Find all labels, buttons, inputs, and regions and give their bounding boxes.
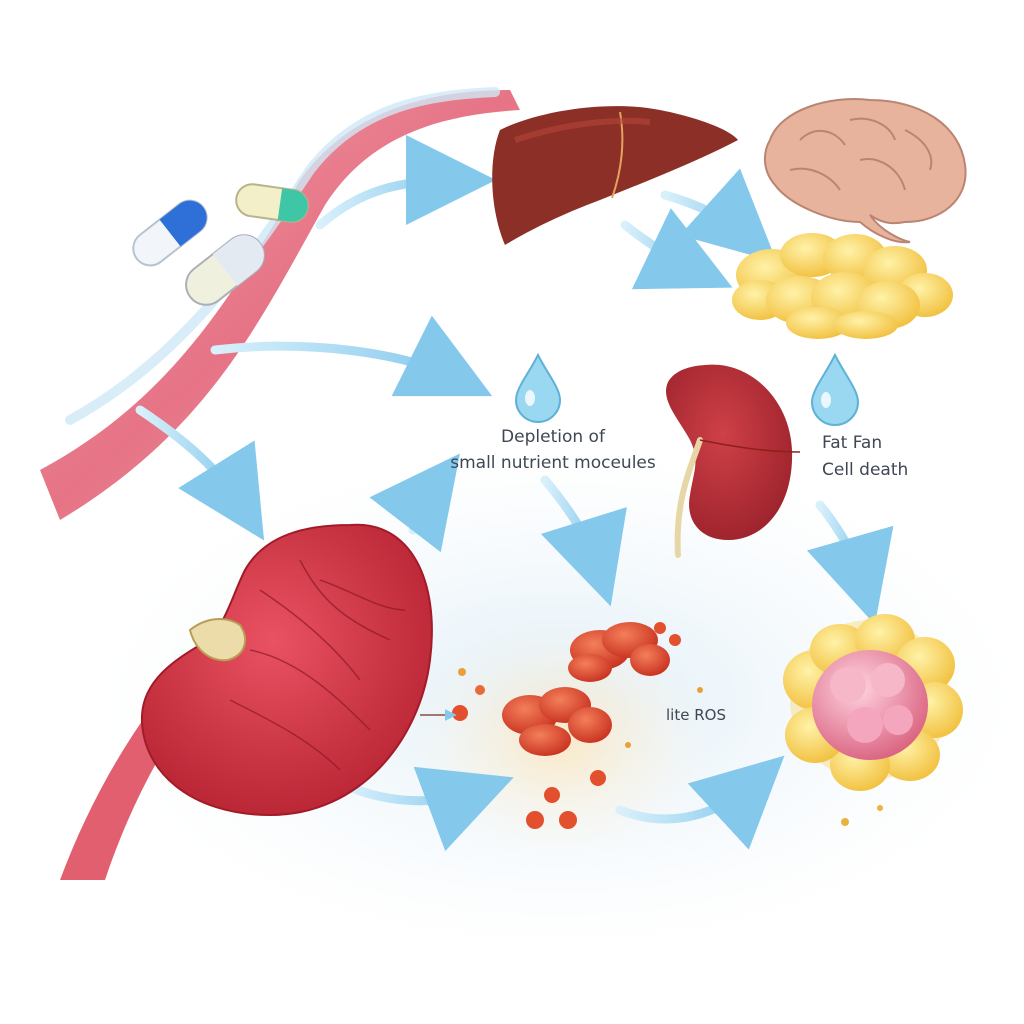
water-droplet-icon-right xyxy=(810,352,860,426)
kidney-small xyxy=(666,364,801,558)
arrow-celldeath-down xyxy=(806,500,894,625)
label-depletion-line2: small nutrient moceules xyxy=(450,453,656,473)
fat-cell-cluster xyxy=(732,233,953,339)
label-cell-death-line1: Fat Fan xyxy=(822,433,883,453)
arrow-vessel-to-depletion xyxy=(210,315,493,397)
liver xyxy=(492,106,738,245)
label-cell-death-line2: Cell death xyxy=(822,460,909,480)
pill-capsule-white xyxy=(185,234,265,306)
blood-vessel xyxy=(40,87,520,520)
label-cell-death: Fat Fan Cell death xyxy=(822,430,908,484)
brain xyxy=(764,98,967,244)
pill-capsule-green xyxy=(235,183,309,223)
arrow-vessel-to-kidney xyxy=(135,405,265,541)
arrow-ros-to-celldeath xyxy=(615,755,785,850)
arrow-depletion-to-ros xyxy=(540,475,627,607)
arrow-kidney-up xyxy=(369,453,460,553)
ros-cluster xyxy=(420,622,703,829)
arrow-vessel-to-liver xyxy=(315,135,496,230)
label-ros: lite ROS xyxy=(666,706,726,724)
arrow-liver-to-fat-2 xyxy=(620,208,733,290)
flow-arrows xyxy=(135,135,894,852)
label-depletion: Depletion of small nutrient moceules xyxy=(442,424,664,476)
dying-fat-cell xyxy=(783,614,963,826)
arrow-liver-to-fat xyxy=(660,168,777,263)
arrow-kidney-to-ros xyxy=(340,766,514,852)
label-depletion-line1: Depletion of xyxy=(501,427,605,447)
kidney-large xyxy=(60,523,433,880)
water-droplet-icon xyxy=(514,352,562,423)
pill-capsule-blue xyxy=(132,199,208,267)
